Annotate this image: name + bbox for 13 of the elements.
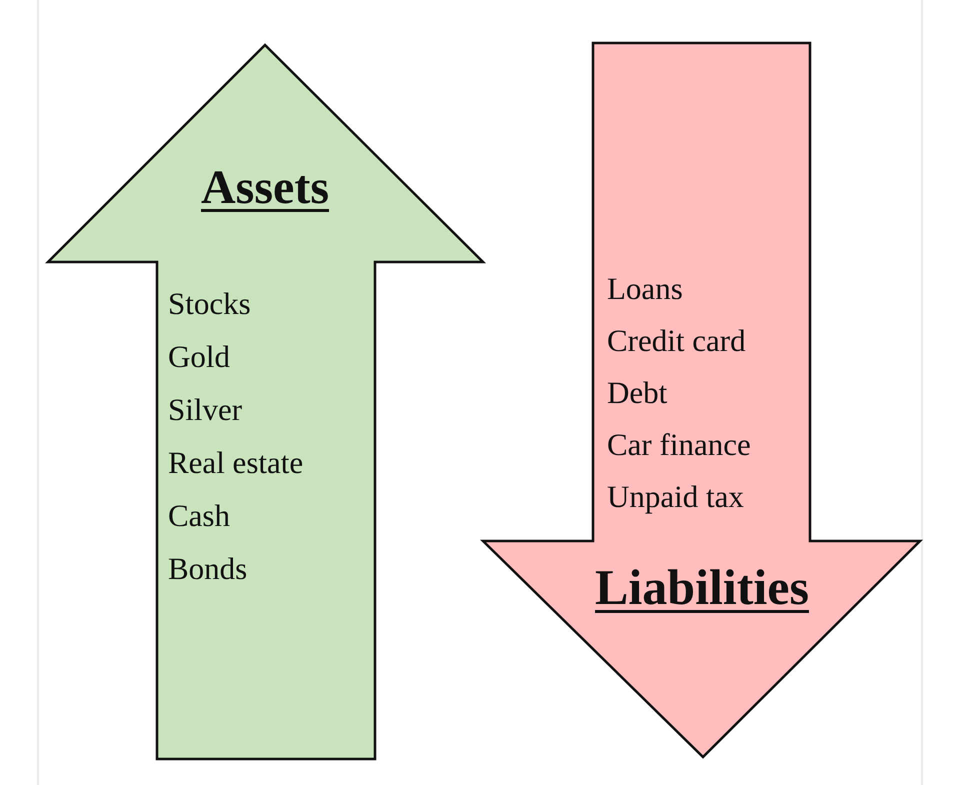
list-item: Silver xyxy=(168,394,242,425)
list-item: Loans xyxy=(607,273,683,304)
list-item: Cash xyxy=(168,500,230,531)
list-item: Credit card xyxy=(607,325,746,356)
list-item: Debt xyxy=(607,377,668,408)
list-item: Bonds xyxy=(168,553,248,584)
list-item: Stocks xyxy=(168,288,251,319)
list-item: Real estate xyxy=(168,447,304,478)
list-item: Gold xyxy=(168,341,230,372)
list-item: Unpaid tax xyxy=(607,481,744,512)
heading: Assets xyxy=(201,164,329,212)
list-item: Car finance xyxy=(607,429,751,460)
heading: Liabilities xyxy=(595,562,809,612)
